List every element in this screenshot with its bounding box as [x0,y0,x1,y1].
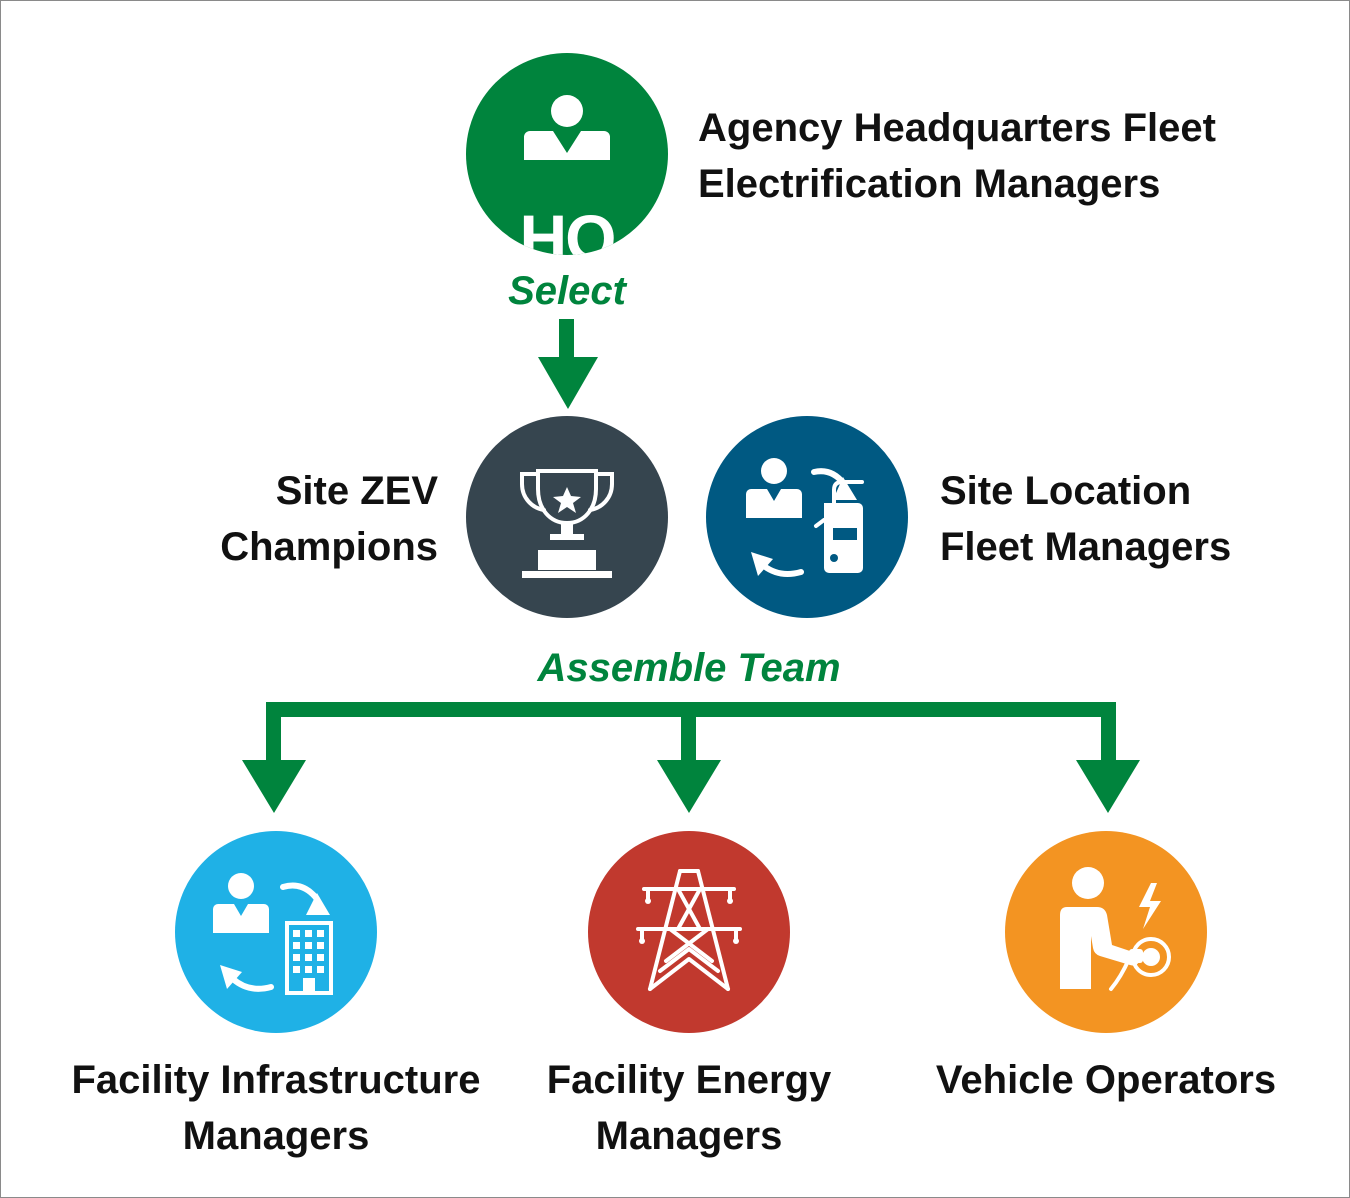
person-charging-icon [1060,867,1171,991]
fleet-managers-circle [706,416,908,618]
person-building-exchange-icon [213,873,333,995]
hq-label: Agency Headquarters Fleet Electrificatio… [698,106,1216,206]
champions-circle [466,416,668,618]
operators-label: Vehicle Operators [935,1058,1277,1102]
hq-circle: HQ [466,53,668,255]
middle-arrow-head [657,760,721,813]
middle-arrow-shaft [681,702,696,762]
hq-badge-text: HQ [519,201,617,255]
left-arrow-shaft [266,702,281,762]
power-tower-icon [636,869,742,991]
operators-circle [1005,831,1207,1033]
infrastructure-label: Facility Infrastructure Managers [71,1058,481,1158]
select-arrow-shaft [559,319,574,359]
energy-label: Facility Energy Managers [546,1058,832,1158]
select-arrow-head [538,357,598,409]
assemble-team-label: Assemble Team [537,646,841,690]
select-label: Select [508,269,626,313]
champions-label: Site ZEV Champions [220,469,438,569]
person-icon [524,95,610,160]
person-vehicle-exchange-icon [746,458,864,577]
infrastructure-circle [175,831,377,1033]
fleet-managers-label: Site Location Fleet Managers [940,469,1232,569]
trophy-icon [520,469,614,578]
left-arrow-head [242,760,306,813]
energy-circle [588,831,790,1033]
right-arrow-head [1076,760,1140,813]
right-arrow-shaft [1101,702,1116,762]
